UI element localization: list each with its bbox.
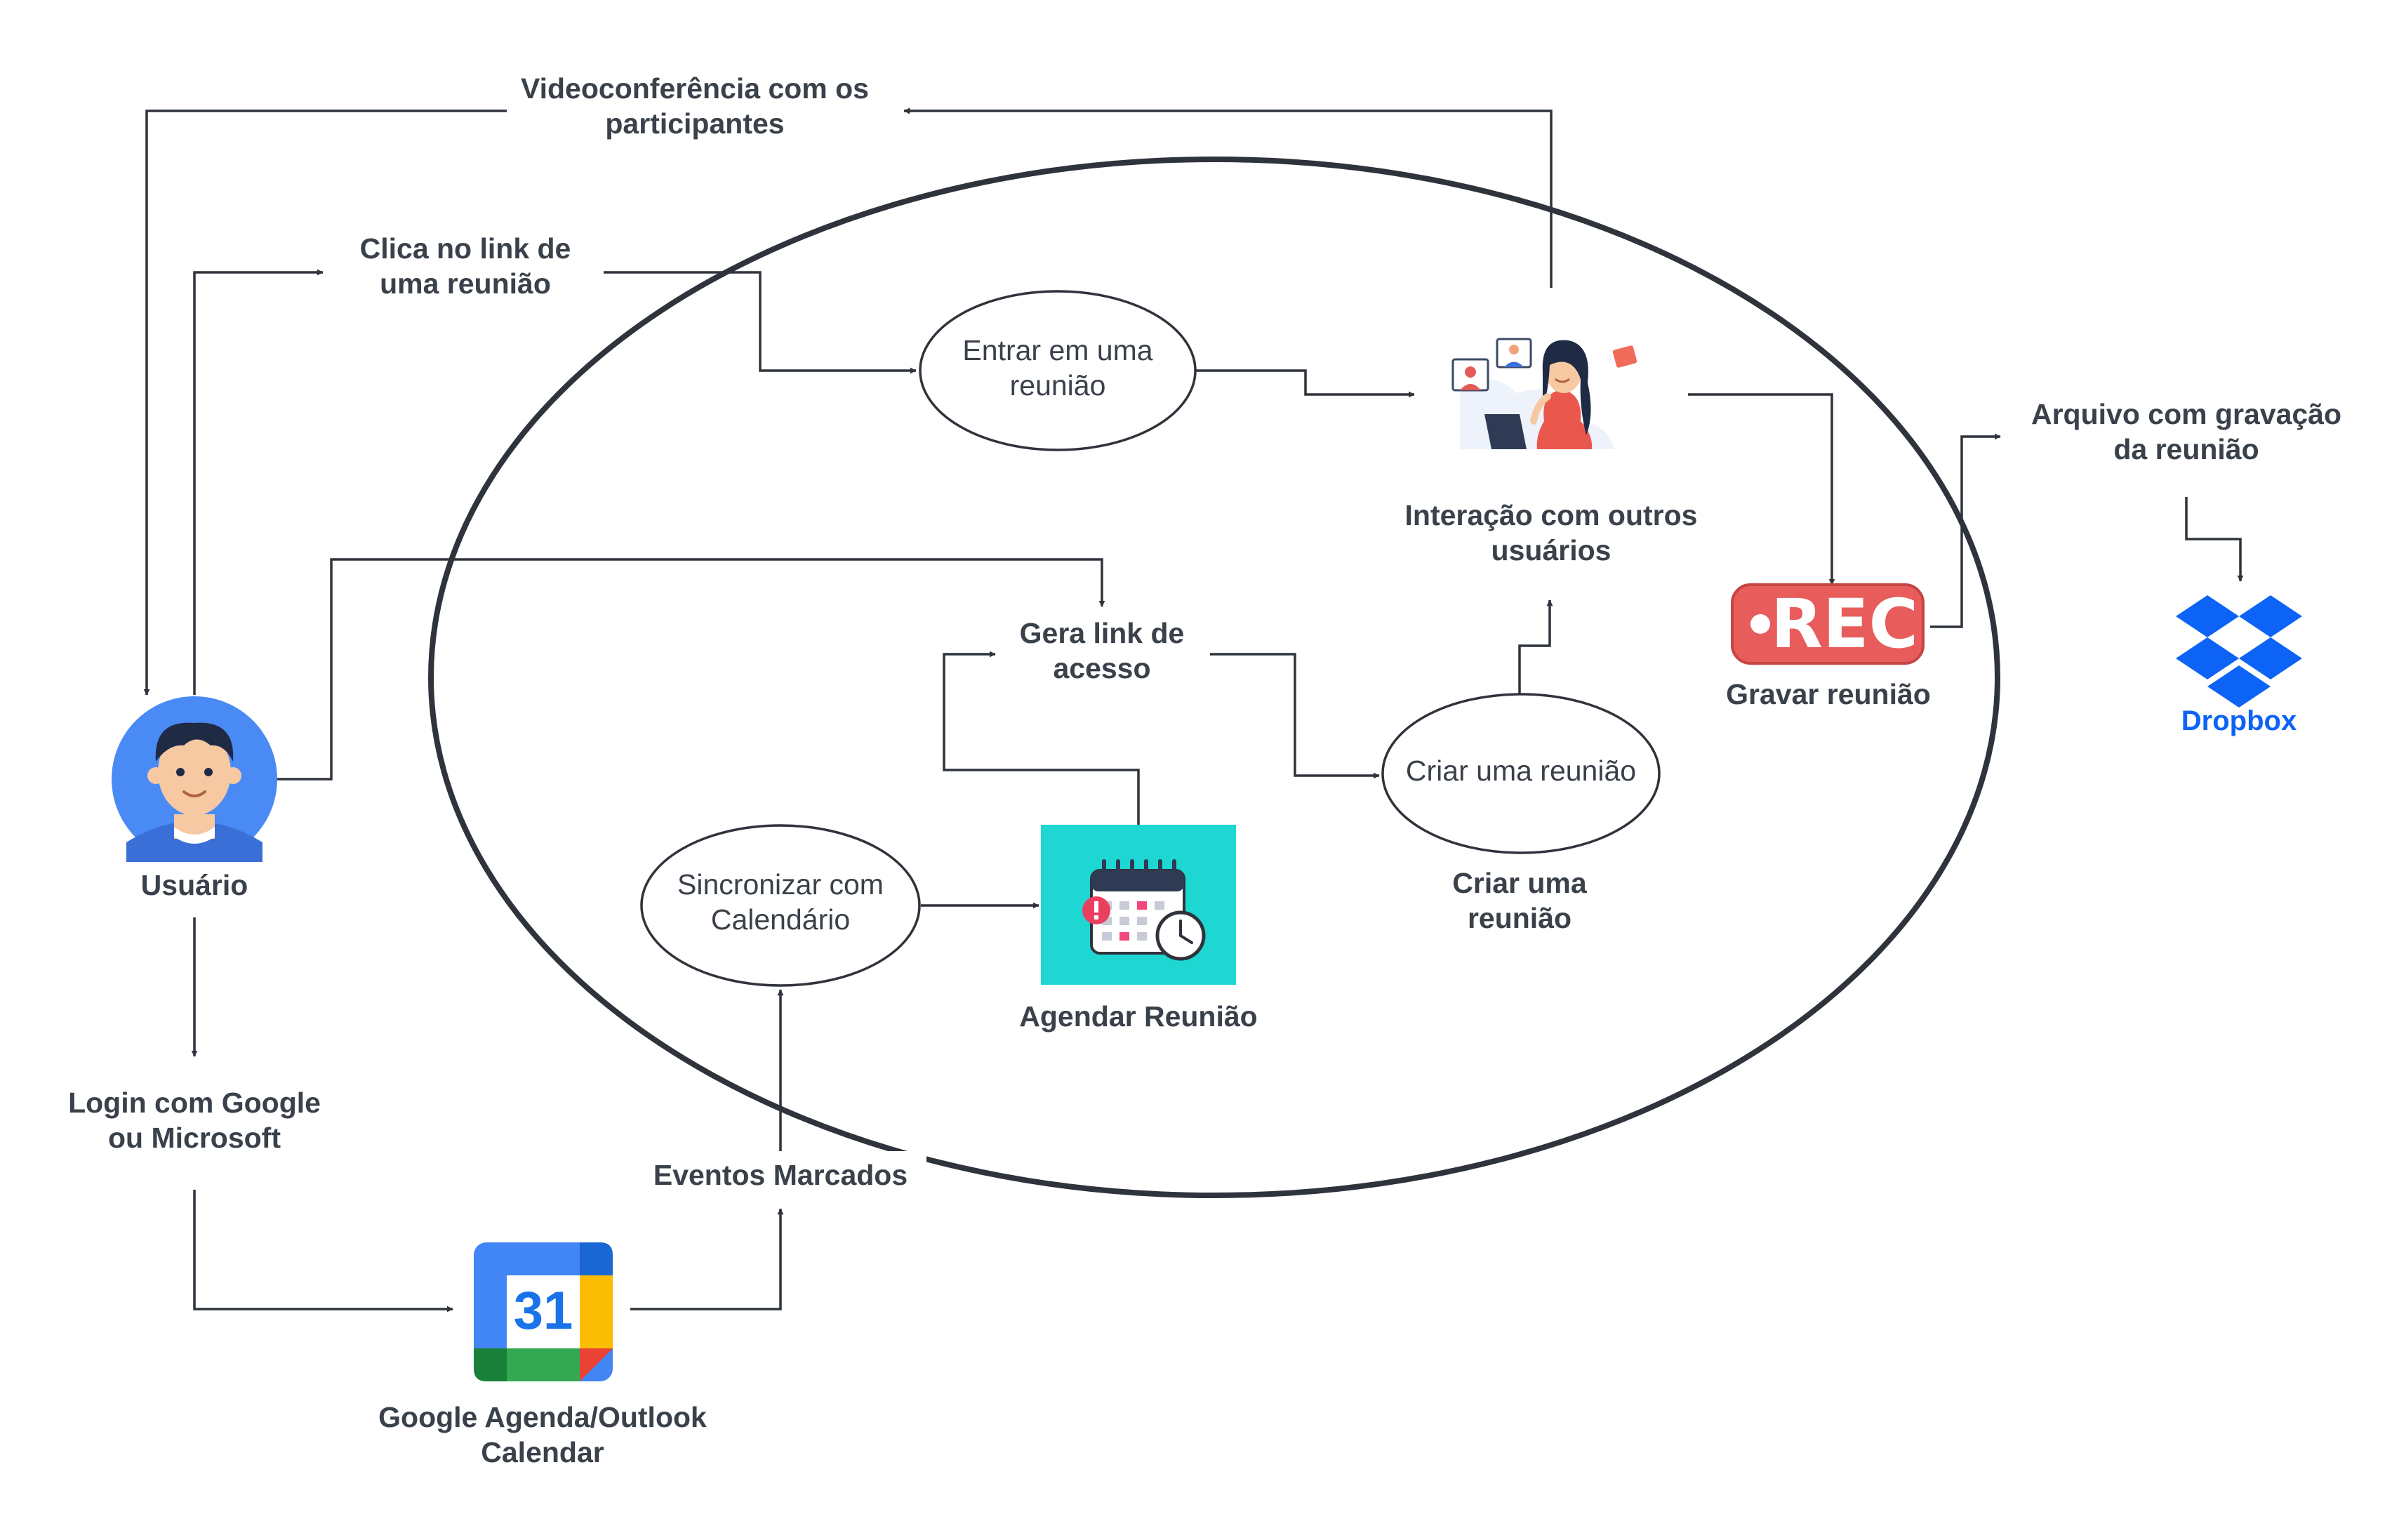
edge-gcal-to-eventos (630, 1208, 784, 1310)
oval-criar-reuniao: Criar uma reunião (1381, 693, 1661, 854)
label-google-agenda: Google Agenda/Outlook Calendar (378, 1401, 707, 1468)
login-line1: Login com Google (68, 1087, 321, 1119)
label-interacao: Interação com outros usuários (1405, 499, 1698, 566)
label-videoconf: Videoconferência com os participantes (507, 67, 904, 151)
edge-user-to-geralink (277, 558, 1105, 781)
label-gravar: Gravar reunião (1726, 678, 1931, 710)
calendar-day: 31 (514, 1281, 573, 1341)
dropbox-logo-icon: Dropbox (2176, 595, 2302, 736)
arquivo-line2: da reunião (2113, 433, 2259, 465)
label-criar-reuniao: Criar uma reunião (1452, 867, 1588, 934)
arquivo-line1: Arquivo com gravação (2031, 398, 2341, 430)
login-line2: ou Microsoft (108, 1122, 281, 1154)
entrar-line2: reunião (1010, 369, 1106, 401)
edge-videoconf-to-user (143, 109, 507, 696)
system-boundary (428, 157, 2000, 1198)
gagenda-line1: Google Agenda/Outlook (378, 1401, 707, 1433)
criar-label-line1: Criar uma (1452, 867, 1588, 899)
edge-rec-to-arquivo (1930, 433, 2001, 628)
label-gera-link: Gera link de acesso (1020, 617, 1185, 684)
label-clica-link: Clica no link de uma reunião (360, 232, 571, 300)
sincronizar-line2: Calendário (711, 903, 850, 936)
geralink-line1: Gera link de (1020, 617, 1185, 649)
edge-agendar-to-geralink (943, 651, 1140, 825)
label-usuario: Usuário (141, 869, 248, 901)
interacao-line1: Interação com outros (1405, 499, 1698, 531)
interacao-line2: usuários (1491, 534, 1611, 566)
geralink-line2: acesso (1053, 652, 1150, 684)
edge-geralink-to-criar (1210, 653, 1380, 779)
clica-line1: Clica no link de (360, 232, 571, 265)
edge-interacao-to-videoconf (903, 107, 1553, 288)
user-avatar-icon (112, 696, 277, 862)
edge-user-to-clica (193, 269, 324, 695)
label-login: Login com Google ou Microsoft (68, 1087, 321, 1154)
edge-interacao-to-rec (1688, 393, 1835, 585)
videoconf-line1: Videoconferência com os (521, 72, 869, 105)
clica-line2: uma reunião (380, 267, 551, 300)
label-arquivo: Arquivo com gravação da reunião (2031, 398, 2341, 465)
edge-entrar-to-interacao (1195, 369, 1415, 398)
edge-login-to-gcal (193, 1190, 453, 1313)
edge-clica-to-entrar (604, 271, 917, 374)
criar-oval-text: Criar uma reunião (1406, 755, 1636, 787)
sincronizar-line1: Sincronizar com (677, 868, 884, 901)
eventos-text: Eventos Marcados (653, 1159, 908, 1191)
gagenda-line2: Calendar (481, 1436, 604, 1468)
video-call-illustration-icon (1451, 338, 1637, 449)
edge-arquivo-to-dropbox (2185, 497, 2244, 582)
rec-badge-icon: REC (1731, 583, 1925, 665)
label-eventos: Eventos Marcados (635, 1151, 926, 1209)
entrar-line1: Entrar em uma (962, 334, 1152, 366)
videoconf-line2: participantes (605, 107, 784, 140)
criar-label-line2: reunião (1468, 902, 1571, 934)
oval-entrar-reuniao: Entrar em uma reunião (919, 290, 1197, 451)
rec-text: REC (1771, 585, 1918, 663)
oval-sincronizar: Sincronizar com Calendário (640, 824, 921, 987)
edge-criar-to-interacao (1518, 599, 1553, 695)
schedule-calendar-icon (1041, 825, 1236, 985)
google-calendar-icon: 31 (474, 1242, 613, 1381)
dropbox-text: Dropbox (2181, 705, 2297, 736)
label-agendar: Agendar Reunião (1019, 1000, 1257, 1033)
